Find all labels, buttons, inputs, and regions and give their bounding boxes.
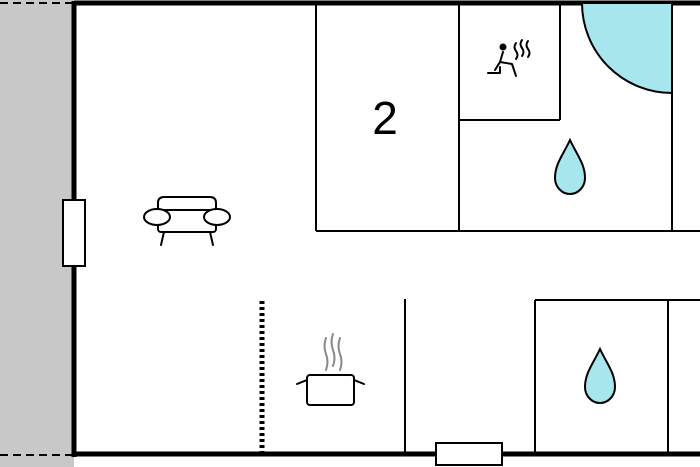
bedroom-number-label: 2	[372, 92, 398, 144]
door-bottom	[435, 442, 503, 466]
terrace-area	[0, 0, 74, 467]
sauna-icon	[487, 39, 531, 77]
door-left	[62, 199, 86, 267]
sofa-icon	[143, 196, 231, 246]
pool-area	[580, 2, 673, 95]
water-drop-icon	[583, 346, 617, 405]
cooking-pot-icon	[296, 333, 365, 406]
water-drop-icon	[553, 137, 587, 196]
